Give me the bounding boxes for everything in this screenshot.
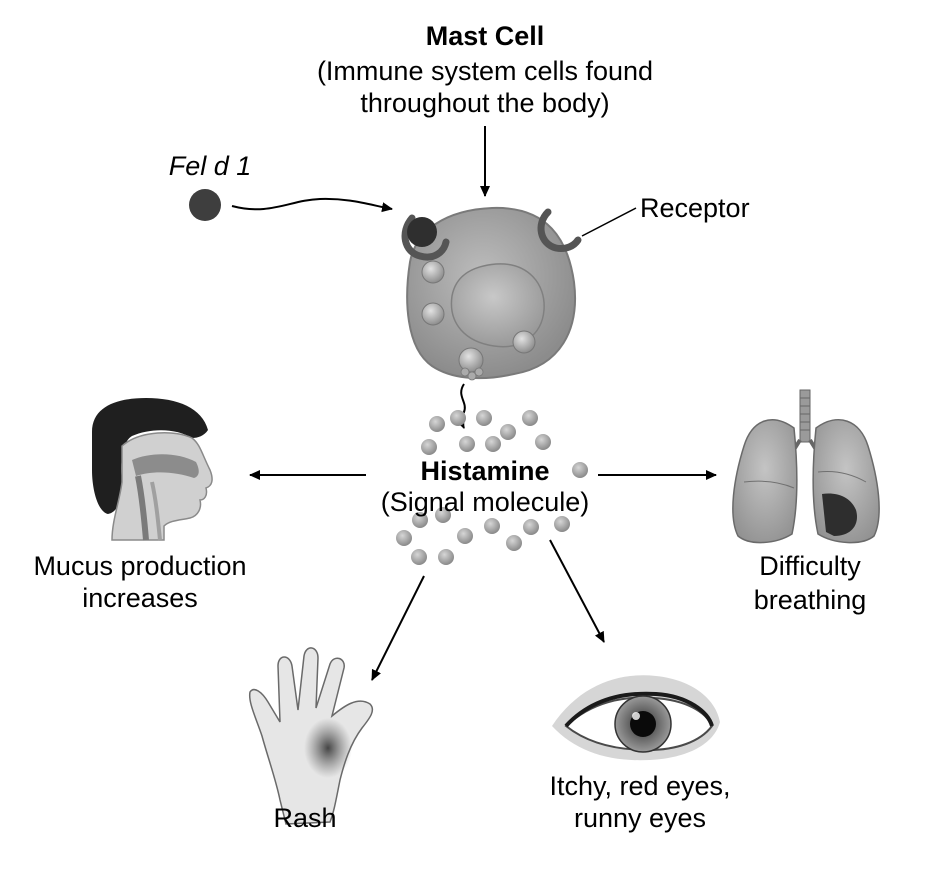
- arrow-fel-to-receptor: [231, 197, 393, 213]
- mucus-label-line2: increases: [82, 583, 198, 613]
- mast-cell: [401, 206, 582, 381]
- granule: [421, 302, 445, 326]
- receptor-pointer: [581, 207, 637, 237]
- rash-label: Rash: [273, 803, 337, 833]
- receptor-bound: [401, 214, 450, 261]
- fel-d-1-label: Fel d 1: [168, 151, 252, 181]
- breathing-label-line1: Difficulty: [759, 551, 861, 581]
- histamine-title: Histamine: [420, 456, 550, 486]
- receptor-label: Receptor: [640, 193, 750, 223]
- fel-d-1-molecule: [189, 189, 221, 221]
- receptor-free: [537, 208, 582, 252]
- rash-patch: [304, 718, 352, 778]
- mast-cell-description-line2: throughout the body): [360, 88, 610, 118]
- head-illustration: [92, 398, 213, 541]
- mucus-label-line1: Mucus production: [33, 551, 247, 581]
- histamine-molecules: [396, 410, 588, 565]
- breathing-label-line2: breathing: [753, 585, 867, 615]
- mast-cell-description-line1: (Immune system cells found: [316, 56, 654, 86]
- eyes-label-line1: Itchy, red eyes,: [549, 771, 731, 801]
- nucleus: [450, 263, 545, 348]
- bound-fel-d-1: [407, 217, 437, 247]
- eyes-label-line2: runny eyes: [573, 803, 707, 833]
- granule: [421, 260, 445, 284]
- lungs-illustration: [732, 389, 880, 544]
- eye-illustration: [552, 675, 720, 761]
- mast-cell-title: Mast Cell: [425, 21, 545, 51]
- arrow-to-rash: [371, 575, 425, 681]
- histamine-subtitle: (Signal molecule): [380, 487, 590, 517]
- granule: [512, 330, 536, 354]
- hand-illustration: [248, 647, 374, 825]
- arrow-to-eyes: [549, 539, 605, 643]
